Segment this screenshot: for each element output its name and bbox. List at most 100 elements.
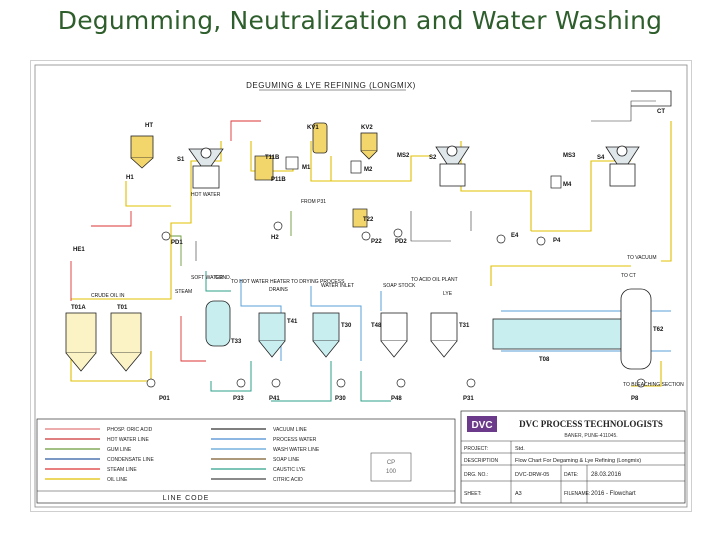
note-acid-oil: TO ACID OIL PLANT bbox=[411, 277, 458, 283]
p11b-tag: P11B bbox=[271, 177, 286, 183]
drawing-title: DEGUMING & LYE REFINING (LONGMIX) bbox=[246, 81, 416, 90]
legend-footer: LINE CODE bbox=[163, 495, 210, 502]
tb-key-0: PROJECT: bbox=[464, 446, 488, 452]
svg-text:T22: T22 bbox=[363, 217, 374, 223]
tb-key-1: DESCRIPTION bbox=[464, 458, 499, 464]
dvc-logo: DVC bbox=[471, 420, 492, 431]
note-lye: LYE bbox=[443, 291, 453, 297]
tb-key2-3: FILENAME: bbox=[564, 491, 590, 497]
note-to-ct: TO CT bbox=[621, 273, 636, 279]
company-name: DVC PROCESS TECHNOLOGISTS bbox=[519, 419, 663, 429]
svg-text:T01: T01 bbox=[117, 305, 128, 311]
kv1-tag: KV1 bbox=[307, 125, 319, 131]
note-from-p31: FROM P31 bbox=[301, 199, 326, 205]
legend-stamp-line1: CP bbox=[387, 460, 395, 466]
svg-text:T33: T33 bbox=[231, 339, 242, 345]
pid-drawing-sheet: DEGUMING & LYE REFINING (LONGMIX) bbox=[30, 60, 692, 512]
steam-lines bbox=[70, 120, 261, 362]
p22-tag: P22 bbox=[371, 239, 382, 245]
pd2-tag: PD2 bbox=[395, 239, 407, 245]
h2-tag: H2 bbox=[271, 235, 279, 241]
legend-right-label-0: VACUUM LINE bbox=[273, 427, 307, 433]
svg-text:T08: T08 bbox=[539, 357, 550, 363]
note-soap-stock: SOAP STOCK bbox=[383, 283, 416, 289]
svg-text:M2: M2 bbox=[364, 167, 373, 173]
legend-right-label-4: CAUSTIC LYE bbox=[273, 467, 306, 473]
ht-tag: HT bbox=[145, 123, 153, 129]
s2-tag: S2 bbox=[429, 155, 437, 161]
kv2-tag: KV2 bbox=[361, 125, 373, 131]
he1-tag: HE1 bbox=[73, 247, 85, 253]
note-hot-water: HOT WATER bbox=[191, 192, 221, 198]
tank-t48: T48 bbox=[371, 312, 408, 358]
tank-t11b: T11B bbox=[254, 155, 280, 181]
svg-text:M4: M4 bbox=[563, 182, 572, 188]
tb-key-3: SHEET: bbox=[464, 491, 482, 497]
title-block: DVC DVC PROCESS TECHNOLOGISTS BANER, PUN… bbox=[460, 410, 686, 504]
note-steam: STEAM bbox=[175, 289, 192, 295]
note-water-inlet: WATER INLET bbox=[321, 283, 354, 289]
svg-text:CT: CT bbox=[657, 109, 665, 115]
legend-left-label-0: PHOSP. ORIC ACID bbox=[107, 427, 153, 433]
tb-key-2: DRG. NO.: bbox=[464, 472, 488, 478]
legend-right-label-2: WASH WATER LINE bbox=[273, 447, 320, 453]
svg-text:T48: T48 bbox=[371, 323, 382, 329]
tank-t41: T41 bbox=[258, 312, 298, 358]
vessel-t62: T62 bbox=[620, 288, 664, 370]
svg-text:T11B: T11B bbox=[265, 155, 280, 161]
kettle-kv2: KV2 bbox=[360, 125, 378, 160]
slide-title: Degumming, Neutralization and Water Wash… bbox=[57, 6, 663, 35]
tb-value-3: A3 bbox=[515, 491, 522, 497]
pd1-tag: PD1 bbox=[171, 240, 183, 246]
tank-t01a: T01A bbox=[65, 305, 97, 372]
p30-tag: P30 bbox=[335, 396, 346, 402]
tank-t22: T22 bbox=[352, 208, 374, 228]
dark-lines bbox=[195, 100, 656, 261]
company-address: BANER, PUNE-411045. bbox=[564, 433, 617, 439]
note-to-vacuum: TO VACUUM bbox=[627, 255, 657, 261]
mixer-m2: M2 bbox=[350, 160, 373, 174]
tb-value-1: Flow Chart For Degaming & Lye Refining (… bbox=[515, 458, 641, 464]
ms3-tag: MS3 bbox=[563, 153, 576, 159]
kettle-kv1: KV1 bbox=[307, 122, 328, 154]
note-cond: COND. bbox=[215, 275, 231, 281]
heating-tank-ht: HT bbox=[130, 123, 154, 169]
separator-s4: S4 bbox=[597, 145, 640, 187]
pumps bbox=[146, 221, 646, 388]
svg-text:M1: M1 bbox=[302, 165, 311, 171]
p01-tag: P01 bbox=[159, 396, 170, 402]
legend-left-label-3: CONDENSATE LINE bbox=[107, 457, 155, 463]
mixer-m1: M1 bbox=[285, 156, 311, 171]
vessel-t08: T08 bbox=[492, 318, 624, 363]
ms2-tag: MS2 bbox=[397, 153, 410, 159]
svg-text:T01A: T01A bbox=[71, 305, 86, 311]
s1-tag: S1 bbox=[177, 157, 185, 163]
note-hot-water-heater: TO HOT WATER HEATER bbox=[231, 279, 290, 285]
cooling-tower-ct: CT bbox=[631, 90, 672, 115]
tb-value-2: DVC-DRW-05 bbox=[515, 472, 549, 478]
s4-tag: S4 bbox=[597, 155, 605, 161]
lye-lines bbox=[205, 271, 391, 402]
svg-text:T30: T30 bbox=[341, 323, 352, 329]
p8-tag: P8 bbox=[631, 396, 639, 402]
legend-left-label-4: STEAM LINE bbox=[107, 467, 137, 473]
legend-right-label-3: SOAP LINE bbox=[273, 457, 300, 463]
p4-tag: P4 bbox=[553, 238, 561, 244]
legend-right-label-5: CITRIC ACID bbox=[273, 477, 303, 483]
line-code-legend: PHOSP. ORIC ACID HOT WATER LINE GUM LINE CO… bbox=[36, 418, 456, 504]
tank-t30: T30 bbox=[312, 312, 352, 358]
svg-text:T41: T41 bbox=[287, 319, 298, 325]
legend-stamp-line2: 100 bbox=[386, 469, 397, 475]
tb-value2-2: 28.03.2016 bbox=[591, 472, 622, 478]
p41-tag: P41 bbox=[269, 396, 280, 402]
p48-tag: P48 bbox=[391, 396, 402, 402]
tb-key2-2: DATE: bbox=[564, 472, 578, 478]
legend-left-label-1: HOT WATER LINE bbox=[107, 437, 150, 443]
note-crude-oil: CRUDE OIL IN bbox=[91, 293, 125, 299]
legend-left-label-2: GUM LINE bbox=[107, 447, 132, 453]
e4-tag: E4 bbox=[511, 233, 519, 239]
svg-text:T62: T62 bbox=[653, 327, 664, 333]
tank-t33: T33 bbox=[205, 300, 242, 347]
mixer-m4: M4 bbox=[550, 175, 572, 189]
tb-value-0: Std. bbox=[515, 446, 525, 452]
